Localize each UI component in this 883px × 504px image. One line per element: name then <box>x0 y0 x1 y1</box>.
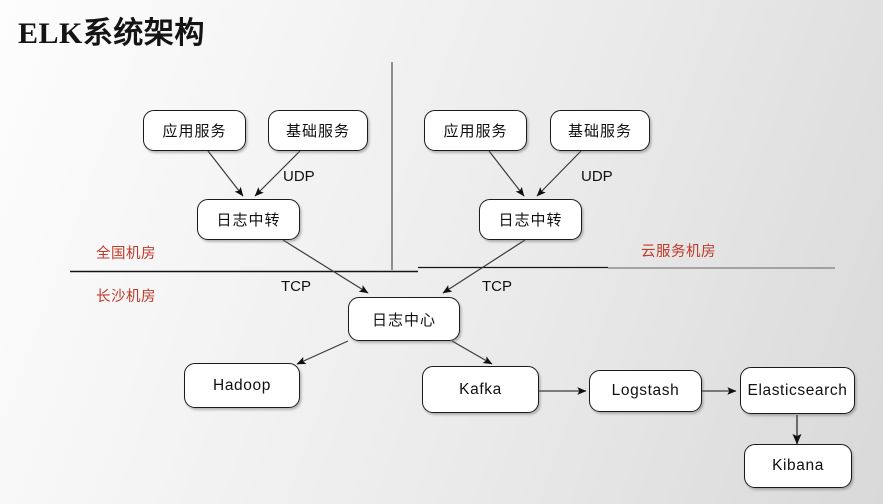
node-hadoop[interactable]: Hadoop <box>184 363 300 408</box>
edge-center-to-hadoop <box>296 340 349 365</box>
node-left-infra-label: 基础服务 <box>285 122 350 140</box>
edge-right-app-to-relay <box>488 150 525 197</box>
node-left-app-label: 应用服务 <box>162 122 227 140</box>
node-logstash[interactable]: Logstash <box>589 370 702 412</box>
node-hadoop-label: Hadoop <box>213 376 271 394</box>
node-kibana[interactable]: Kibana <box>744 444 852 488</box>
edge-right-infra-to-relay <box>536 150 582 197</box>
node-elasticsearch[interactable]: Elasticsearch <box>740 367 855 414</box>
node-elasticsearch-label: Elasticsearch <box>747 381 848 399</box>
edge-label-tcp-right: TCP <box>482 278 512 295</box>
node-left-relay[interactable]: 日志中转 <box>197 199 300 240</box>
node-right-app[interactable]: 应用服务 <box>424 110 527 151</box>
zone-label-changsha: 长沙机房 <box>96 289 156 305</box>
node-right-app-label: 应用服务 <box>443 122 508 140</box>
node-kibana-label: Kibana <box>772 457 824 474</box>
node-kafka-label: Kafka <box>459 380 502 398</box>
node-kafka[interactable]: Kafka <box>422 366 539 413</box>
node-right-relay-label: 日志中转 <box>498 211 563 229</box>
node-logstash-label: Logstash <box>611 382 680 399</box>
page-title: ELK系统架构 <box>18 17 205 50</box>
node-log-center-label: 日志中心 <box>371 310 436 329</box>
node-left-infra[interactable]: 基础服务 <box>268 110 368 151</box>
zone-label-national: 全国机房 <box>96 246 156 262</box>
node-left-app[interactable]: 应用服务 <box>143 110 246 151</box>
edge-center-to-kafka <box>451 340 493 365</box>
edge-left-app-to-relay <box>207 150 244 197</box>
node-right-infra[interactable]: 基础服务 <box>550 110 650 151</box>
edge-label-udp-right: UDP <box>581 168 613 185</box>
node-right-relay[interactable]: 日志中转 <box>479 199 582 240</box>
node-right-infra-label: 基础服务 <box>567 122 632 140</box>
edge-label-tcp-left: TCP <box>281 278 311 295</box>
zone-label-cloud: 云服务机房 <box>641 244 716 260</box>
node-log-center[interactable]: 日志中心 <box>348 297 460 341</box>
node-left-relay-label: 日志中转 <box>216 211 281 229</box>
edge-label-udp-left: UDP <box>283 168 315 185</box>
